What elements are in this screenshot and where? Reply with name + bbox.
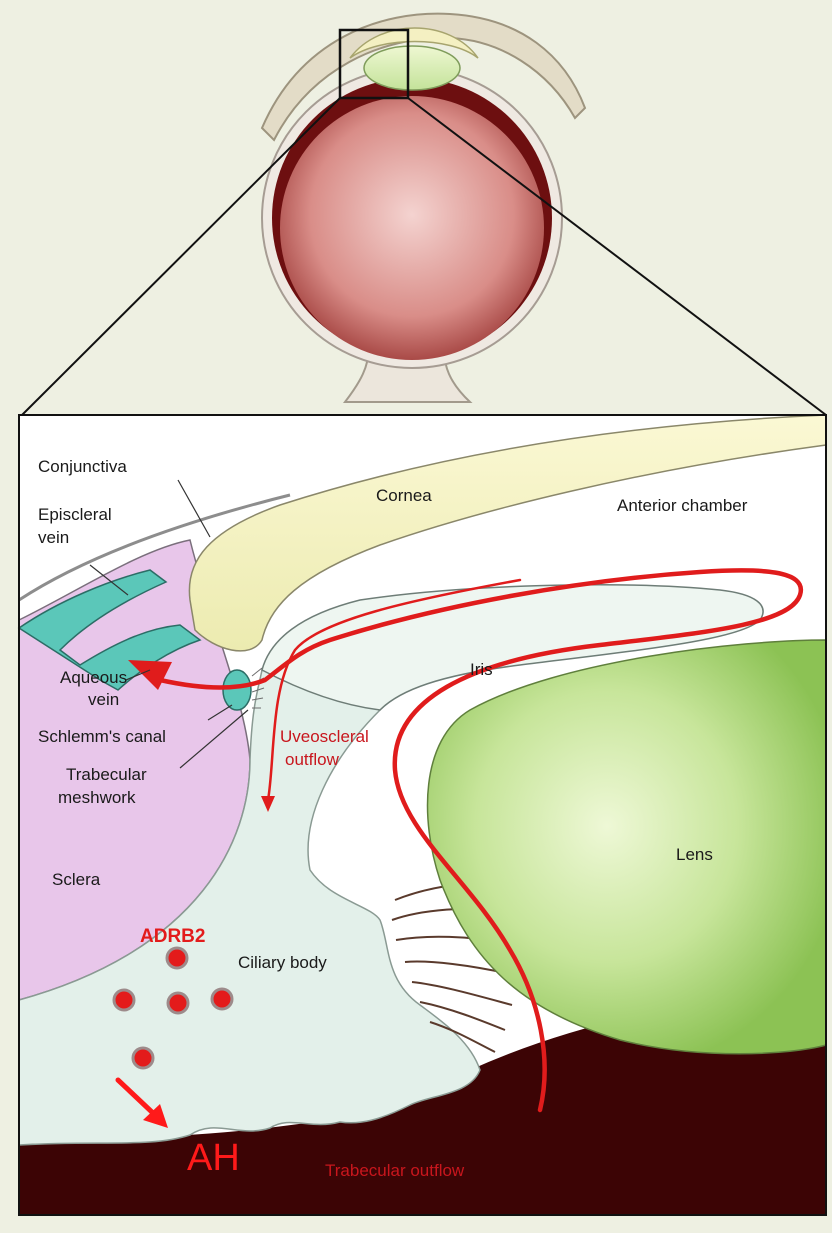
label-schlemms-canal: Schlemm's canal — [38, 727, 166, 746]
small-lens — [364, 46, 460, 90]
label-uveoscleral-outflow-2: outflow — [285, 750, 340, 769]
magnified-panel: Conjunctiva Episcleral vein Cornea Anter… — [19, 415, 826, 1215]
schlemms-canal — [223, 670, 251, 710]
label-aqueous-vein-2: vein — [88, 690, 119, 709]
label-episcleral-vein-1: Episcleral — [38, 505, 112, 524]
adrb2-dot — [167, 948, 187, 968]
label-uveoscleral-outflow-1: Uveoscleral — [280, 727, 369, 746]
label-anterior-chamber: Anterior chamber — [617, 496, 748, 515]
adrb2-dot — [114, 990, 134, 1010]
adrb2-dot — [133, 1048, 153, 1068]
label-lens: Lens — [676, 845, 713, 864]
label-ciliary-body: Ciliary body — [238, 953, 327, 972]
label-trabecular-meshwork-2: meshwork — [58, 788, 136, 807]
eyeball-vitreous — [280, 96, 544, 360]
label-adrb2: ADRB2 — [140, 926, 205, 947]
label-iris: Iris — [470, 660, 493, 679]
label-sclera: Sclera — [52, 870, 101, 889]
adrb2-dot — [168, 993, 188, 1013]
label-conjunctiva: Conjunctiva — [38, 457, 127, 476]
label-cornea: Cornea — [376, 486, 432, 505]
label-episcleral-vein-2: vein — [38, 528, 69, 547]
label-trabecular-meshwork-1: Trabecular — [66, 765, 147, 784]
whole-eye-illustration — [262, 14, 585, 402]
label-aqueous-vein-1: Aqueous — [60, 668, 127, 687]
label-trabecular-outflow: Trabecular outflow — [325, 1161, 465, 1180]
adrb2-dot — [212, 989, 232, 1009]
label-ah: AH — [187, 1137, 240, 1179]
